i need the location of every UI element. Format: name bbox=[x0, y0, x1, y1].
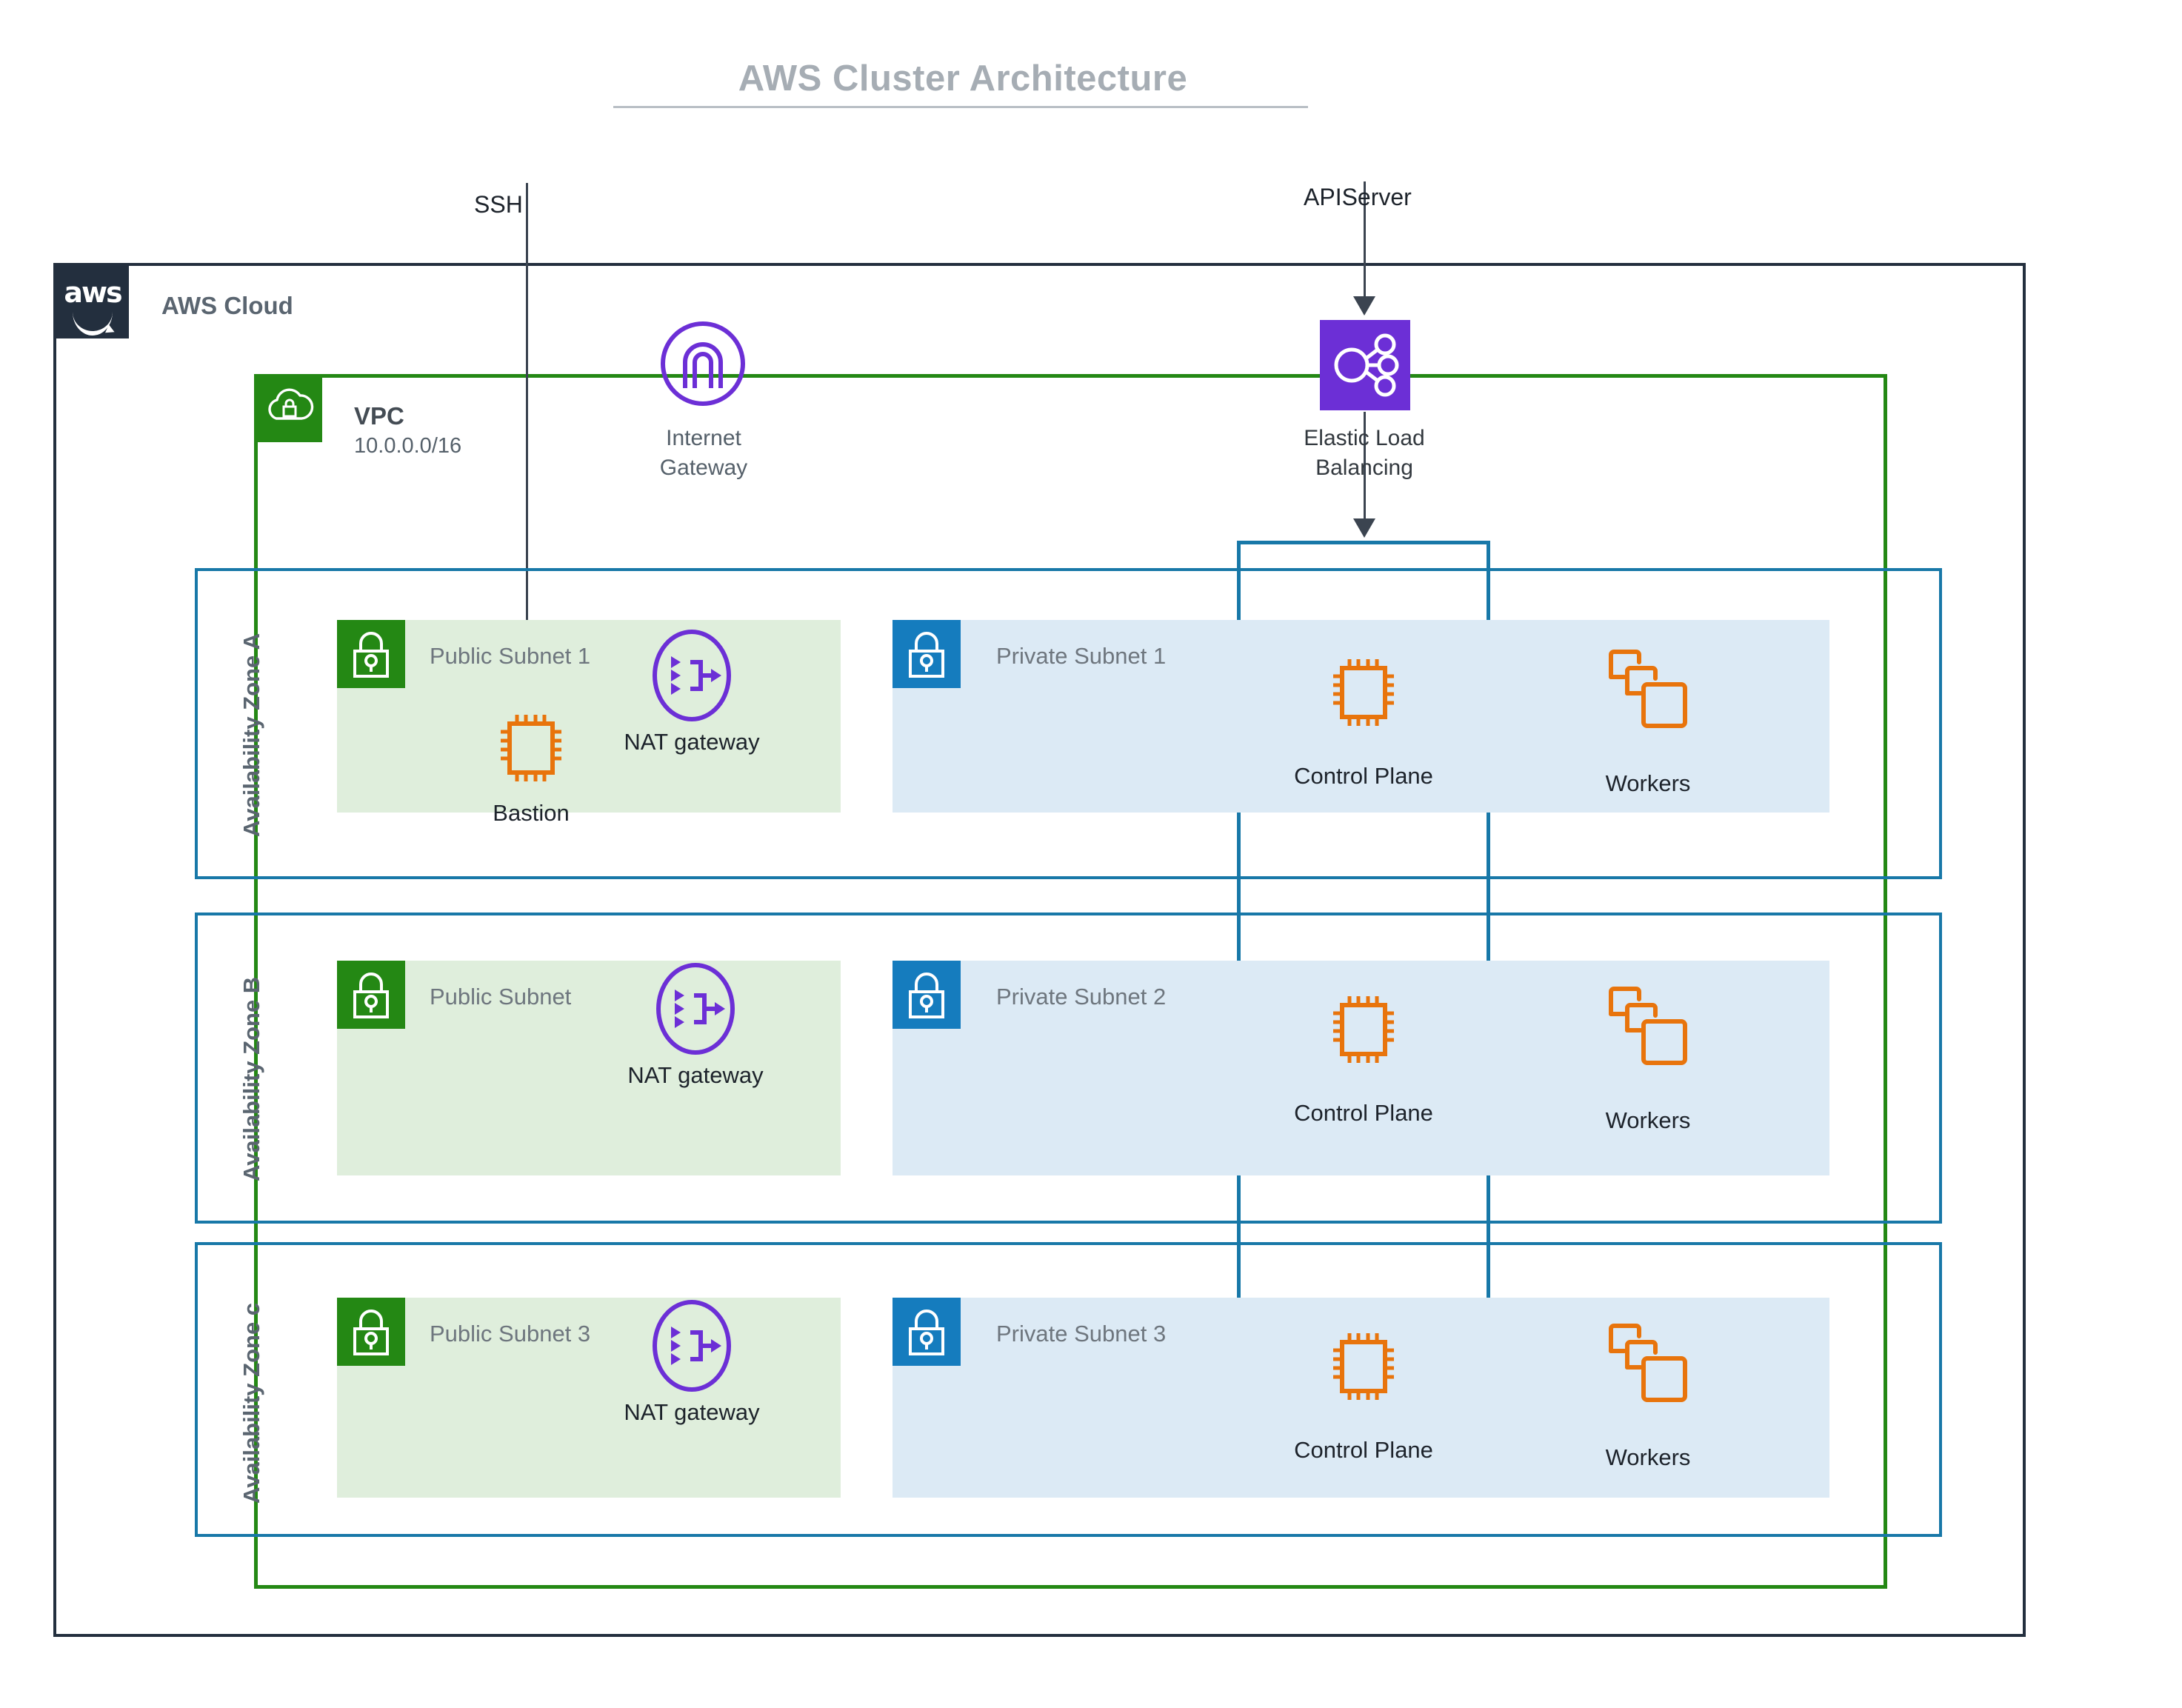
nat-gateway-label-b: NAT gateway bbox=[627, 1062, 764, 1088]
availability-zone-a-label: Availability Zone A bbox=[238, 633, 264, 837]
blue-lock-icon bbox=[893, 620, 961, 688]
green-lock-icon bbox=[337, 620, 405, 688]
nat-gateway-icon bbox=[652, 630, 732, 721]
nat-gateway-icon bbox=[655, 963, 735, 1055]
control-plane-label-a: Control Plane bbox=[1294, 763, 1433, 789]
stacked-squares-icon bbox=[1604, 981, 1692, 1070]
chip-icon bbox=[1323, 1326, 1404, 1407]
aws-logo-wordmark: aws bbox=[64, 276, 122, 309]
cloud-lock-icon bbox=[256, 376, 322, 442]
aws-logo-smile-icon bbox=[73, 312, 113, 336]
public-subnet-panel-a bbox=[337, 620, 841, 813]
elb-label-line1: Elastic Load bbox=[1304, 426, 1425, 450]
workers-label-b: Workers bbox=[1605, 1107, 1691, 1133]
apiserver-connector-line-bottom bbox=[1364, 412, 1366, 530]
nat-gateway-label-c: NAT gateway bbox=[624, 1399, 760, 1425]
ssh-label: SSH bbox=[474, 191, 523, 218]
green-lock-icon bbox=[337, 961, 405, 1029]
apiserver-label: APIServer bbox=[1304, 184, 1412, 210]
vpc-cidr-label: 10.0.0.0/16 bbox=[354, 434, 462, 458]
internet-gateway-label-line2: Gateway bbox=[659, 456, 748, 480]
public-subnet-label-c: Public Subnet 3 bbox=[430, 1321, 591, 1347]
private-subnet-label-c: Private Subnet 3 bbox=[996, 1321, 1167, 1347]
chip-icon bbox=[490, 707, 572, 789]
availability-zone-b-label: Availability Zone B bbox=[238, 976, 264, 1181]
workers-label-c: Workers bbox=[1605, 1444, 1691, 1470]
control-plane-label-c: Control Plane bbox=[1294, 1437, 1433, 1463]
stacked-squares-icon bbox=[1604, 644, 1692, 733]
control-plane-label-b: Control Plane bbox=[1294, 1100, 1433, 1126]
public-subnet-label-a: Public Subnet 1 bbox=[430, 643, 591, 669]
vpc-label: VPC bbox=[354, 402, 404, 430]
elastic-load-balancing-label: Elastic Load Balancing bbox=[1268, 424, 1461, 483]
title-underline bbox=[613, 106, 1308, 108]
ssh-connector-line bbox=[526, 183, 528, 698]
blue-lock-icon bbox=[893, 1298, 961, 1366]
apiserver-arrowhead-top-icon bbox=[1353, 296, 1375, 316]
private-subnet-label-b: Private Subnet 2 bbox=[996, 984, 1167, 1010]
availability-zone-b-boundary bbox=[195, 913, 1942, 1224]
bastion-label: Bastion bbox=[493, 800, 570, 826]
public-subnet-panel-b bbox=[337, 961, 841, 1175]
aws-cloud-label: AWS Cloud bbox=[161, 292, 293, 319]
apiserver-connector-line-top bbox=[1364, 181, 1366, 311]
apiserver-arrowhead-bottom-icon bbox=[1353, 518, 1375, 538]
internet-gateway-label-line1: Internet bbox=[666, 426, 741, 450]
chip-icon bbox=[1323, 989, 1404, 1070]
public-subnet-panel-c bbox=[337, 1298, 841, 1498]
elastic-load-balancing-icon bbox=[1320, 320, 1410, 410]
aws-logo-icon: aws bbox=[56, 266, 129, 338]
private-subnet-label-a: Private Subnet 1 bbox=[996, 643, 1167, 669]
internet-gateway-label: Internet Gateway bbox=[615, 424, 793, 483]
chip-icon bbox=[1323, 652, 1404, 733]
vpc-boundary bbox=[254, 374, 1887, 1589]
public-subnet-label-b: Public Subnet bbox=[430, 984, 572, 1010]
availability-zone-c-boundary bbox=[195, 1242, 1942, 1537]
availability-zone-a-boundary bbox=[195, 568, 1942, 879]
green-lock-icon bbox=[337, 1298, 405, 1366]
stacked-squares-icon bbox=[1604, 1318, 1692, 1407]
workers-label-a: Workers bbox=[1605, 770, 1691, 796]
internet-gateway-icon bbox=[659, 320, 747, 407]
elb-label-line2: Balancing bbox=[1315, 456, 1413, 480]
blue-lock-icon bbox=[893, 961, 961, 1029]
page-title: AWS Cluster Architecture bbox=[738, 59, 1188, 99]
availability-zone-c-label: Availability Zone c bbox=[238, 1302, 264, 1504]
private-subnet-panel-b bbox=[893, 961, 1829, 1175]
nat-gateway-label-a: NAT gateway bbox=[624, 729, 760, 755]
nat-gateway-icon bbox=[652, 1300, 732, 1392]
